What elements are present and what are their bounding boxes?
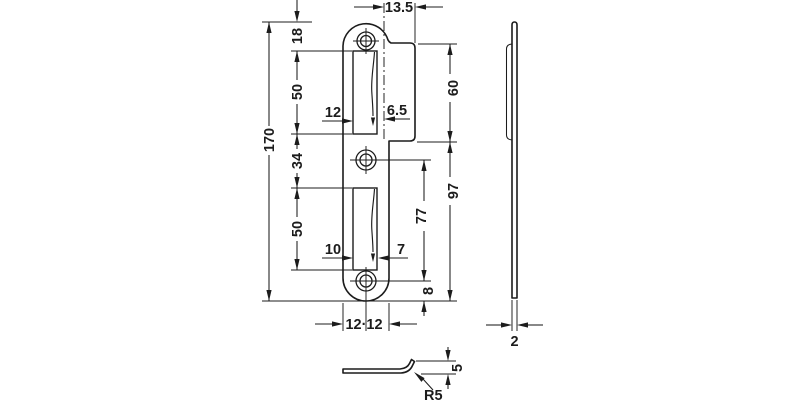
dim-label-97: 97 [446, 183, 462, 199]
side-lip-line [505, 43, 513, 141]
tongue-arrow-icon [370, 253, 376, 262]
dim-label-8: 8 [421, 287, 437, 295]
dimension-8: 8 [421, 287, 437, 316]
dim-label-170: 170 [262, 128, 278, 152]
dim-label-6-5: 6.5 [387, 103, 407, 119]
dim-label-50-upper: 50 [290, 84, 306, 100]
dimension-chain-18-50-34-50: 18 50 34 50 [290, 0, 306, 270]
dim-label-2: 2 [510, 334, 518, 350]
dim-label-5: 5 [450, 364, 466, 372]
radius-callout-r5: R5 [414, 372, 443, 400]
adjustable-tongue-upper [370, 51, 376, 126]
dim-label-7: 7 [397, 242, 405, 258]
side-plate-outline [511, 21, 518, 299]
dim-label-34: 34 [290, 153, 306, 169]
adjustable-tongue-lower [370, 188, 376, 262]
dim-label-12: 12 [325, 105, 341, 121]
dimension-lip-height-60: 60 [446, 44, 462, 142]
dimension-slot1-offsets: 12 6.5 [322, 103, 410, 124]
dim-label-r5: R5 [424, 388, 443, 400]
leader-arrow-icon [414, 372, 425, 382]
dimension-bend-height-5: 5 [416, 347, 466, 389]
dimension-thickness-2: 2 [486, 300, 543, 350]
detail-plate-outline [342, 358, 416, 374]
dim-label-13-5: 13.5 [385, 0, 413, 16]
dim-label-10: 10 [325, 242, 341, 258]
dimension-77: 77 [414, 160, 430, 281]
dim-label-60: 60 [446, 80, 462, 96]
screw-hole-top [353, 28, 379, 54]
front-view [342, 3, 431, 331]
side-view: 2 [486, 21, 543, 350]
dim-label-18: 18 [290, 28, 306, 44]
tongue-arrow-icon [370, 117, 376, 126]
dimension-width-halves: 12·12 [315, 317, 417, 333]
dimension-slot2-offsets: 10 7 [322, 242, 408, 261]
detail-view: 5 R5 [342, 347, 466, 400]
dim-label-50-lower: 50 [290, 221, 306, 237]
dimension-overall-170: 170 [262, 22, 278, 301]
screw-hole-bottom [350, 267, 431, 331]
dimension-lip-width: 13.5 [354, 0, 443, 16]
screw-hole-middle [350, 146, 431, 174]
dimension-97: 97 [446, 142, 462, 301]
dim-label-77: 77 [414, 208, 430, 224]
dim-label-12-12: 12·12 [345, 317, 382, 333]
